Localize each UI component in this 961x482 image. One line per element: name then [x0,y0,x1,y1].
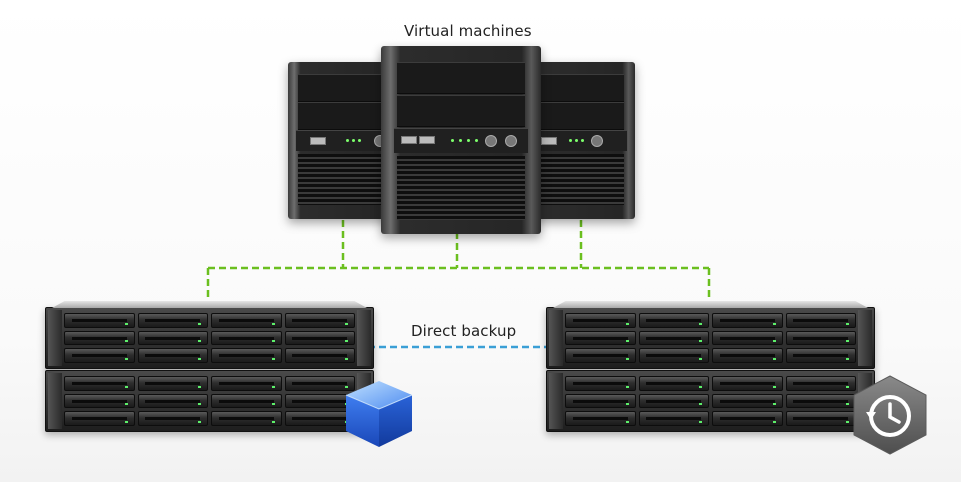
blue-cube-icon [342,377,416,451]
nas-left-upper [45,307,374,369]
nas-right-upper [546,307,875,369]
vm-server-left [288,62,392,219]
restore-clock-icon [852,374,928,456]
nas-right-lower [546,370,875,432]
vm-server-center [381,46,541,234]
direct-backup-label: Direct backup [411,322,516,340]
nas-left-lower [45,370,374,432]
vm-server-right [529,62,635,219]
